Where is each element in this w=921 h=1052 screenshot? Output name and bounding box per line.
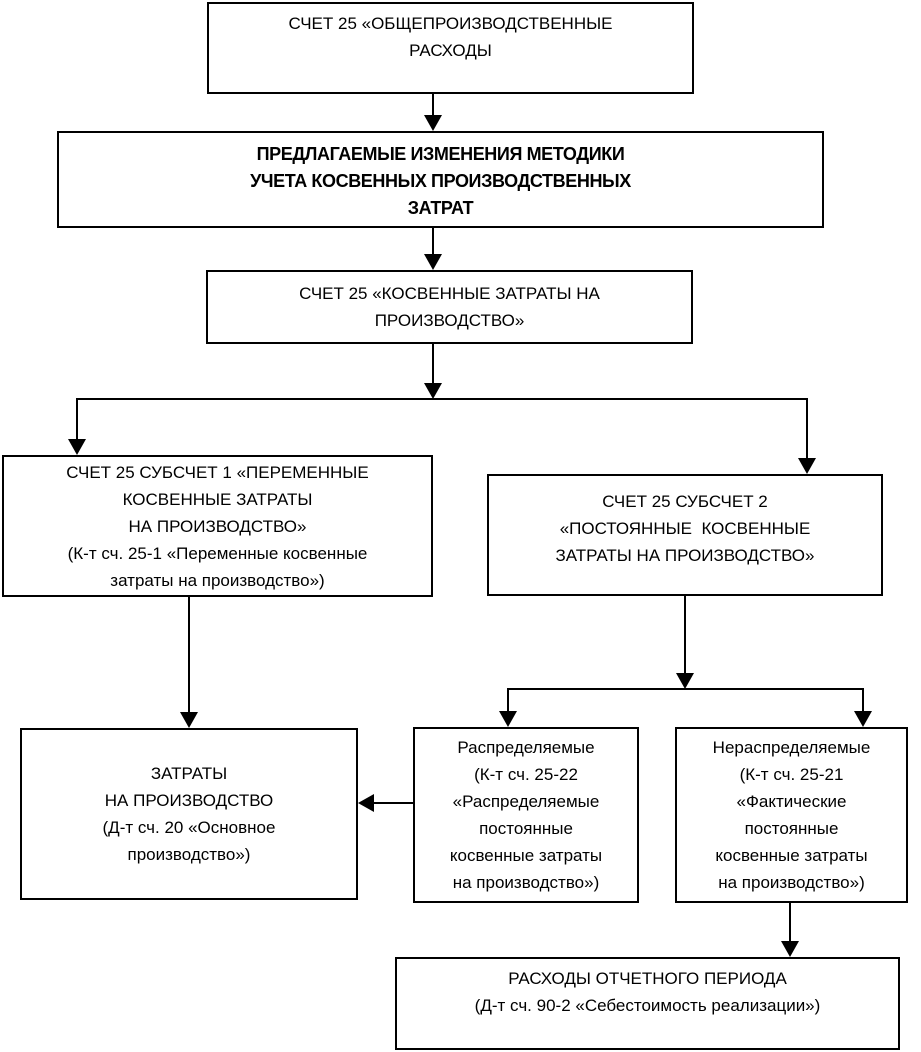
node-production-costs: ЗАТРАТЫ НА ПРОИЗВОДСТВО (Д-т сч. 20 «Осн…	[20, 728, 358, 900]
arrowhead-down-icon	[424, 383, 442, 399]
connector-subaccount2-to-split	[684, 596, 686, 675]
connector-split-to-distributable	[507, 690, 509, 713]
arrowhead-down-icon	[424, 254, 442, 270]
arrowhead-left-icon	[358, 794, 374, 812]
node-subaccount1-variable: СЧЕТ 25 СУБСЧЕТ 1 «ПЕРЕМЕННЫЕ КОСВЕННЫЕ …	[2, 455, 433, 597]
connector-split-to-nondistributable	[862, 690, 864, 713]
arrowhead-down-icon	[180, 712, 198, 728]
node-proposed-changes: ПРЕДЛАГАЕМЫЕ ИЗМЕНЕНИЯ МЕТОДИКИ УЧЕТА КО…	[57, 131, 824, 228]
node-production-costs-label: ЗАТРАТЫ НА ПРОИЗВОДСТВО (Д-т сч. 20 «Осн…	[102, 764, 276, 864]
node-subaccount2-fixed-label: СЧЕТ 25 СУБСЧЕТ 2 «ПОСТОЯННЫЕ КОСВЕННЫЕ …	[555, 492, 815, 565]
node-subaccount2-fixed: СЧЕТ 25 СУБСЧЕТ 2 «ПОСТОЯННЫЕ КОСВЕННЫЕ …	[487, 474, 883, 596]
node-account25-general-label: СЧЕТ 25 «ОБЩЕПРОИЗВОДСТВЕННЫЕ РАСХОДЫ	[288, 14, 613, 60]
node-distributable: Распределяемые (К-т сч. 25-22 «Распредел…	[413, 727, 639, 903]
split-bar-fixed-costs	[507, 688, 864, 690]
arrowhead-down-icon	[499, 711, 517, 727]
connector-split-to-subaccount2	[806, 400, 808, 460]
connector-subaccount1-to-production	[188, 597, 190, 714]
node-reporting-period-expenses: РАСХОДЫ ОТЧЕТНОГО ПЕРИОДА (Д-т сч. 90-2 …	[395, 957, 900, 1050]
arrowhead-down-icon	[781, 941, 799, 957]
connector-split-to-subaccount1	[76, 400, 78, 441]
node-account25-indirect: СЧЕТ 25 «КОСВЕННЫЕ ЗАТРАТЫ НА ПРОИЗВОДСТ…	[206, 270, 693, 344]
node-distributable-label: Распределяемые (К-т сч. 25-22 «Распредел…	[449, 738, 603, 892]
node-account25-general: СЧЕТ 25 «ОБЩЕПРОИЗВОДСТВЕННЫЕ РАСХОДЫ	[207, 2, 694, 94]
node-subaccount1-variable-label: СЧЕТ 25 СУБСЧЕТ 1 «ПЕРЕМЕННЫЕ КОСВЕННЫЕ …	[66, 462, 369, 590]
connector-distributable-to-production	[372, 802, 413, 804]
arrowhead-down-icon	[424, 115, 442, 131]
arrowhead-down-icon	[854, 711, 872, 727]
arrowhead-down-icon	[68, 439, 86, 455]
connector-nondistributable-to-expenses	[789, 903, 791, 943]
split-bar-subaccounts	[76, 398, 808, 400]
connector-proposed-to-indirect	[432, 228, 434, 256]
node-reporting-period-expenses-label: РАСХОДЫ ОТЧЕТНОГО ПЕРИОДА (Д-т сч. 90-2 …	[474, 969, 821, 1015]
connector-general-to-proposed	[432, 94, 434, 117]
node-non-distributable-label: Нераспределяемые (К-т сч. 25-21 «Фактиче…	[712, 738, 871, 892]
arrowhead-down-icon	[798, 458, 816, 474]
arrowhead-down-icon	[676, 673, 694, 689]
node-proposed-changes-label: ПРЕДЛАГАЕМЫЕ ИЗМЕНЕНИЯ МЕТОДИКИ УЧЕТА КО…	[250, 144, 631, 218]
connector-indirect-to-split	[432, 344, 434, 385]
node-account25-indirect-label: СЧЕТ 25 «КОСВЕННЫЕ ЗАТРАТЫ НА ПРОИЗВОДСТ…	[299, 284, 600, 330]
node-non-distributable: Нераспределяемые (К-т сч. 25-21 «Фактиче…	[675, 727, 908, 903]
